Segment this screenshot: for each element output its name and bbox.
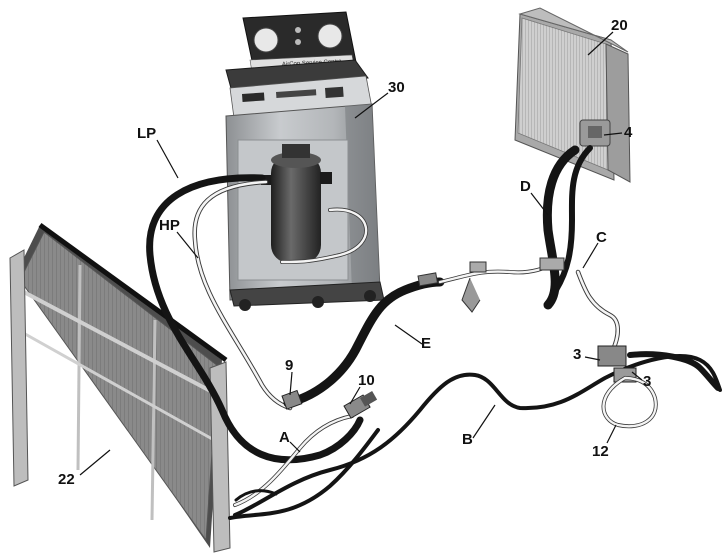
caster-wheel xyxy=(239,299,251,311)
evaporator xyxy=(514,7,631,183)
label-3-left: 3 xyxy=(573,346,581,363)
label-10: 10 xyxy=(358,372,375,389)
label-hp: HP xyxy=(159,217,180,234)
high-pressure-gauge xyxy=(317,23,343,49)
label-30: 30 xyxy=(388,79,405,96)
label-3-right: 3 xyxy=(643,373,651,390)
label-e: E xyxy=(421,335,431,352)
low-pressure-gauge xyxy=(253,27,279,53)
label-a: A xyxy=(279,429,290,446)
label-b: B xyxy=(462,431,473,448)
connector-3 xyxy=(597,345,637,383)
label-12: 12 xyxy=(592,443,609,460)
condenser xyxy=(9,222,231,553)
label-c: C xyxy=(596,229,607,246)
hose-e-fitting xyxy=(417,272,439,287)
service-port-10 xyxy=(343,391,378,419)
label-4: 4 xyxy=(624,124,633,141)
label-d: D xyxy=(520,178,531,195)
service-machine: AirCon Service Centre xyxy=(225,11,385,311)
pipe-c xyxy=(576,270,620,354)
pipe-loop-12 xyxy=(602,376,657,428)
label-22: 22 xyxy=(58,471,75,488)
label-9: 9 xyxy=(285,357,293,374)
hp-service-hose xyxy=(193,180,292,410)
label-20: 20 xyxy=(611,17,628,34)
leader-lines xyxy=(79,31,643,476)
pipe-a xyxy=(233,414,354,507)
refrigerant-tank xyxy=(261,144,332,263)
callout-labels: LP HP 30 20 4 D C E 9 10 A B 3 3 12 22 xyxy=(58,17,651,488)
lp-service-hose xyxy=(146,174,364,464)
label-lp: LP xyxy=(137,125,156,142)
service-port-9 xyxy=(281,389,303,410)
